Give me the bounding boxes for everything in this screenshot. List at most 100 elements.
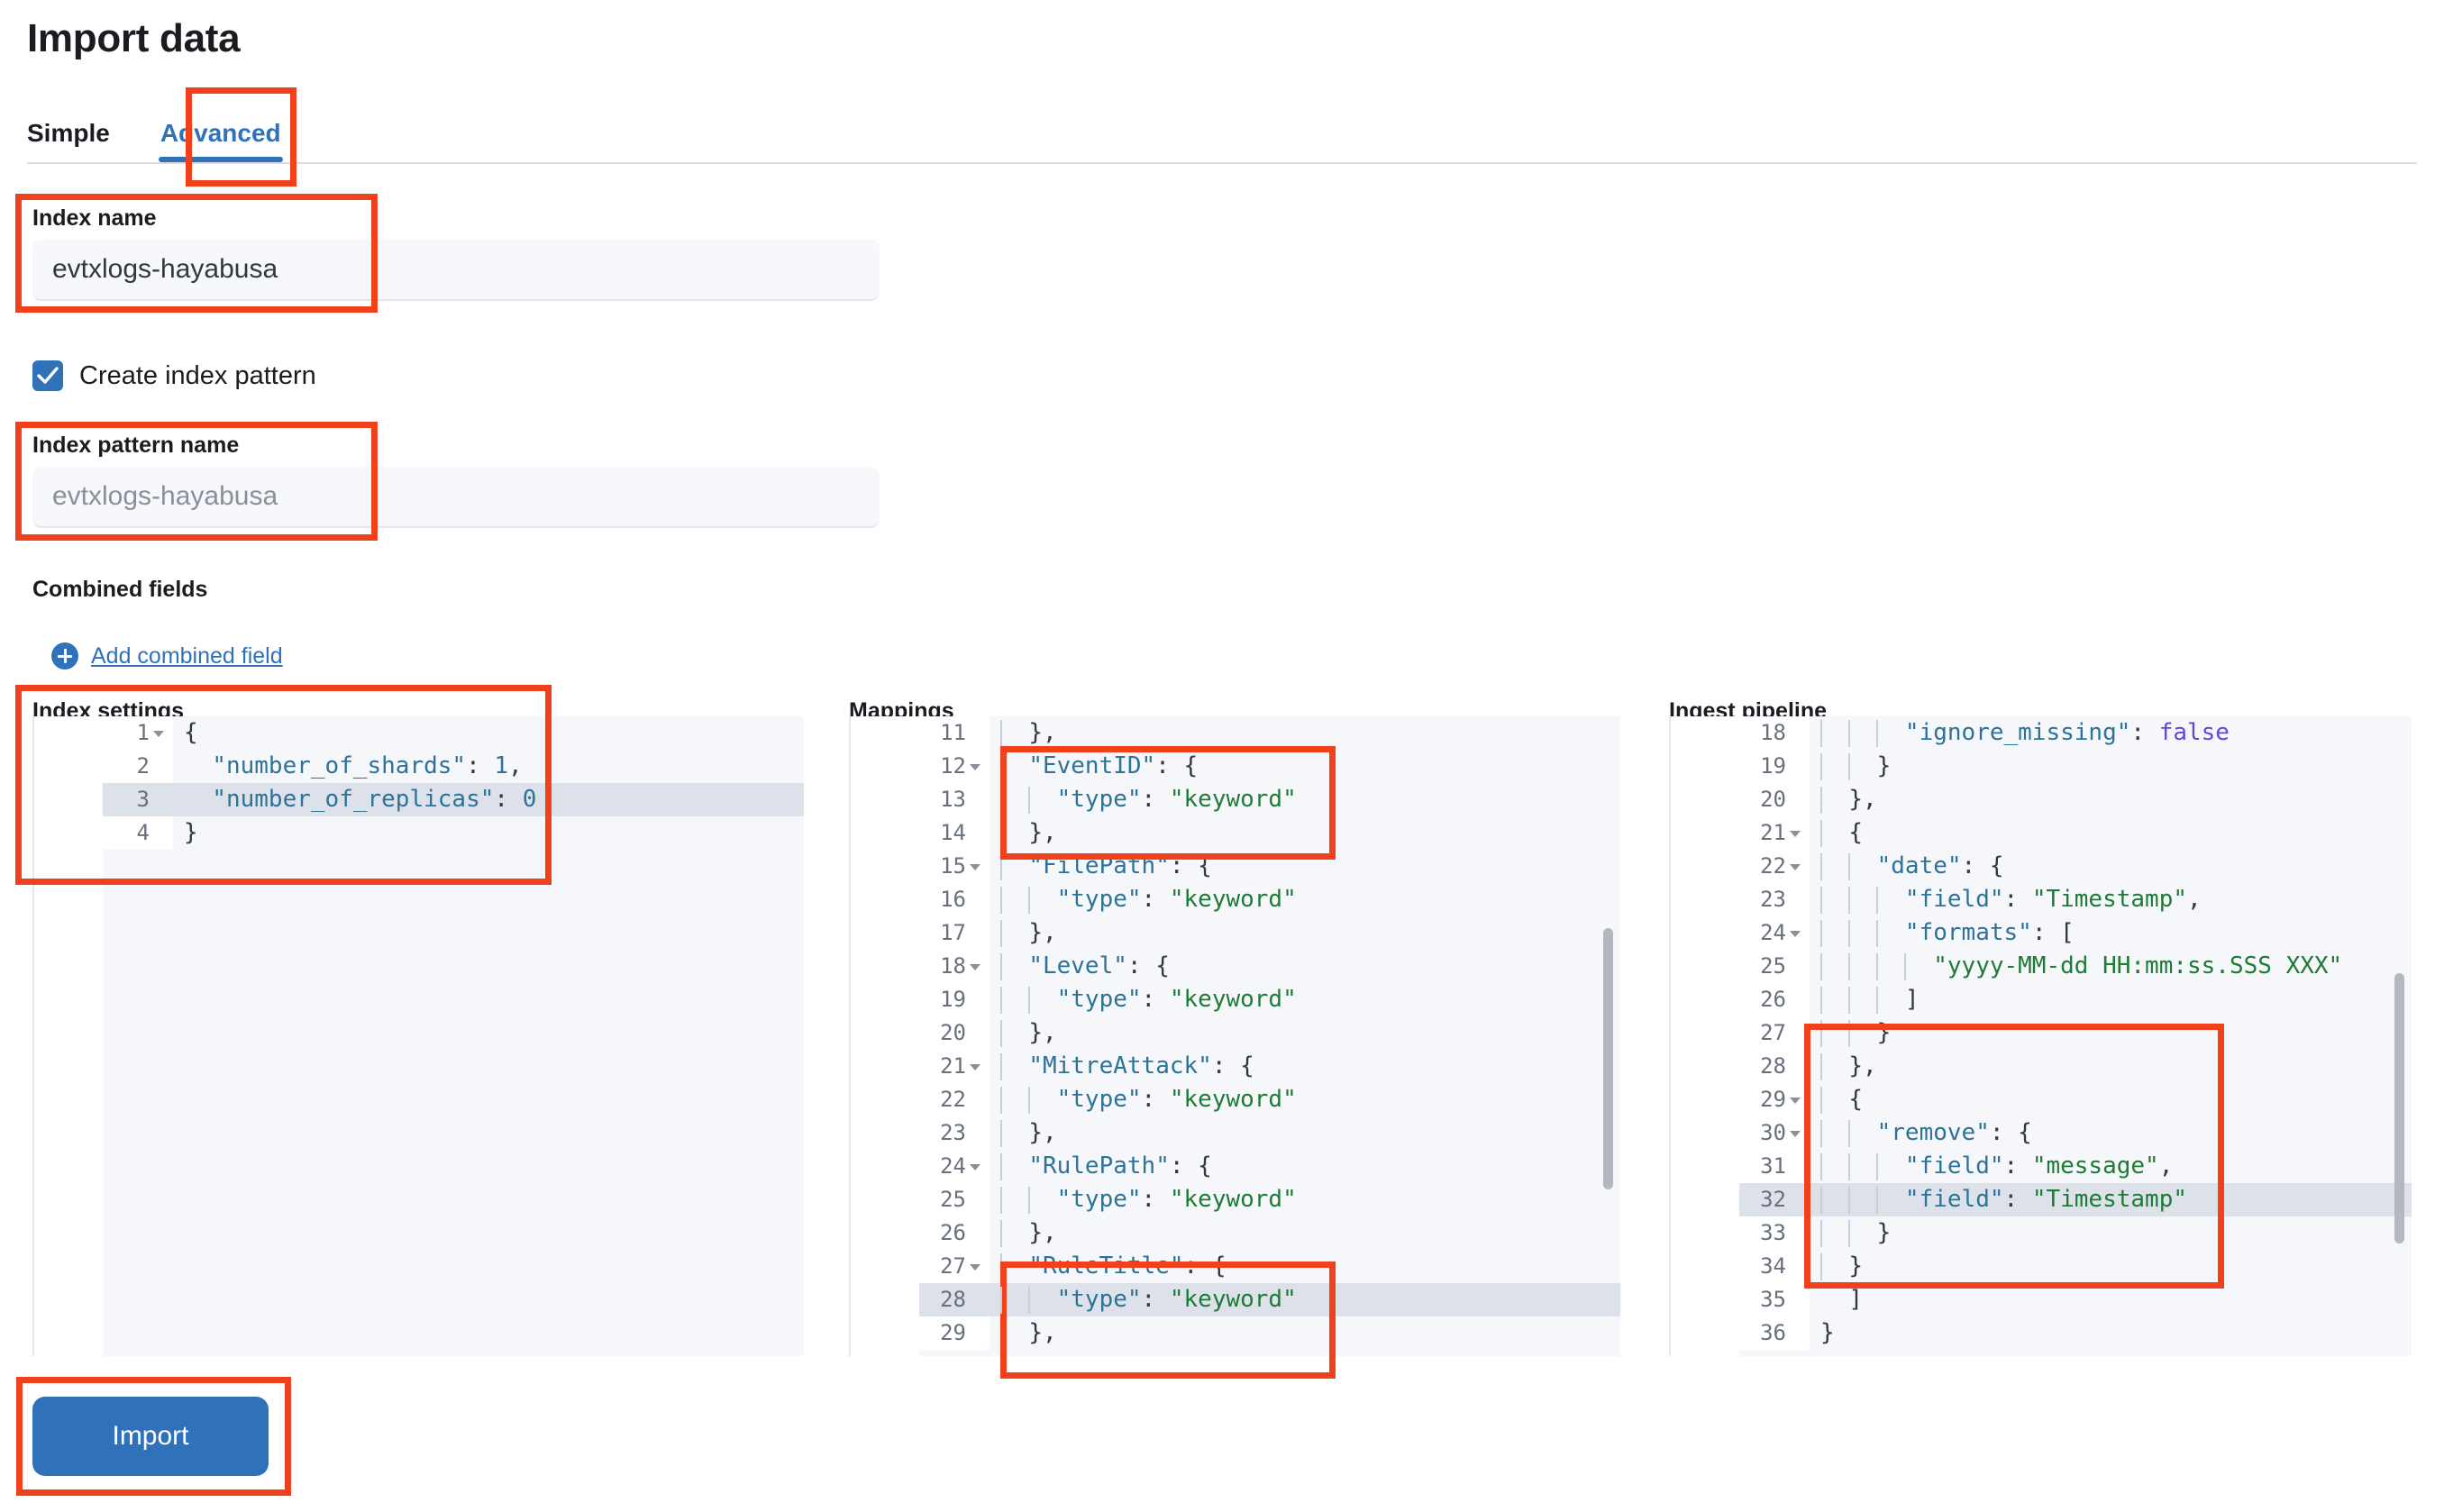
- code-line[interactable]: 27 "RuleTitle": {: [919, 1250, 1620, 1283]
- fold-toggle-icon[interactable]: [970, 964, 980, 970]
- line-number: 27: [919, 1250, 989, 1283]
- index-name-input[interactable]: [32, 240, 880, 301]
- editor-code[interactable]: 1{2 "number_of_shards": 1,3 "number_of_r…: [103, 716, 804, 1356]
- tab-divider: [27, 162, 2417, 164]
- code-line[interactable]: 21 {: [1739, 816, 2412, 850]
- code-line[interactable]: 23 "field": "Timestamp",: [1739, 883, 2412, 916]
- code-line[interactable]: 21 "MitreAttack": {: [919, 1050, 1620, 1083]
- code-line[interactable]: 30 "remove": {: [1739, 1116, 2412, 1150]
- code-text: "type": "keyword": [989, 883, 1620, 916]
- line-number: 24: [919, 1150, 989, 1183]
- code-text: "remove": {: [1810, 1116, 2412, 1150]
- mappings-scrollbar[interactable]: [1603, 928, 1613, 1189]
- code-line[interactable]: 19 "type": "keyword": [919, 983, 1620, 1016]
- code-line[interactable]: 13 "type": "keyword": [919, 783, 1620, 816]
- code-line[interactable]: 29 {: [1739, 1083, 2412, 1116]
- code-text: "date": {: [1810, 850, 2412, 883]
- line-number: 35: [1739, 1283, 1810, 1316]
- code-line[interactable]: 18 "Level": {: [919, 950, 1620, 983]
- code-line[interactable]: 22 "type": "keyword": [919, 1083, 1620, 1116]
- code-line[interactable]: 20 },: [1739, 783, 2412, 816]
- fold-toggle-icon[interactable]: [1790, 931, 1801, 937]
- code-text: "type": "keyword": [989, 1183, 1620, 1216]
- add-combined-field-button[interactable]: Add combined field: [51, 642, 283, 669]
- code-line[interactable]: 24 "formats": [: [1739, 916, 2412, 950]
- code-line[interactable]: 36}: [1739, 1316, 2412, 1350]
- code-line[interactable]: 27 }: [1739, 1016, 2412, 1050]
- code-line[interactable]: 19 }: [1739, 750, 2412, 783]
- line-number: 28: [1739, 1050, 1810, 1083]
- code-line[interactable]: 2 "number_of_shards": 1,: [103, 750, 804, 783]
- fold-toggle-icon[interactable]: [1790, 831, 1801, 837]
- code-line[interactable]: 1{: [103, 716, 804, 750]
- import-button[interactable]: Import: [32, 1397, 269, 1476]
- fold-toggle-icon[interactable]: [153, 731, 164, 737]
- mappings-editor[interactable]: 11 },12 "EventID": {13 "type": "keyword"…: [849, 716, 1620, 1356]
- code-text: },: [989, 1116, 1620, 1150]
- code-line[interactable]: 22 "date": {: [1739, 850, 2412, 883]
- code-line[interactable]: 31 "field": "message",: [1739, 1150, 2412, 1183]
- code-text: "RuleTitle": {: [989, 1250, 1620, 1283]
- code-line[interactable]: 23 },: [919, 1116, 1620, 1150]
- line-number: 26: [919, 1216, 989, 1250]
- add-combined-field-label: Add combined field: [91, 642, 283, 669]
- code-text: {: [1810, 1083, 2412, 1116]
- code-line[interactable]: 20 },: [919, 1016, 1620, 1050]
- create-index-pattern-row[interactable]: Create index pattern: [32, 360, 316, 391]
- code-text: }: [1810, 750, 2412, 783]
- line-number: 2: [103, 750, 173, 783]
- fold-toggle-icon[interactable]: [970, 764, 980, 770]
- code-line[interactable]: 35 ]: [1739, 1283, 2412, 1316]
- ingest-pipeline-scrollbar[interactable]: [2394, 973, 2404, 1243]
- code-line[interactable]: 12 "EventID": {: [919, 750, 1620, 783]
- code-text: "EventID": {: [989, 750, 1620, 783]
- code-line[interactable]: 28 "type": "keyword": [919, 1283, 1620, 1316]
- code-line[interactable]: 15 "FilePath": {: [919, 850, 1620, 883]
- combined-fields-label: Combined fields: [32, 577, 208, 602]
- code-line[interactable]: 11 },: [919, 716, 1620, 750]
- code-text: "yyyy-MM-dd HH:mm:ss.SSS XXX": [1810, 950, 2412, 983]
- line-number: 31: [1739, 1150, 1810, 1183]
- code-line[interactable]: 33 }: [1739, 1216, 2412, 1250]
- code-line[interactable]: 34 }: [1739, 1250, 2412, 1283]
- line-number: 14: [919, 816, 989, 850]
- fold-toggle-icon[interactable]: [970, 1164, 980, 1170]
- code-line[interactable]: 32 "field": "Timestamp": [1739, 1183, 2412, 1216]
- editor-gutter: [849, 716, 919, 1356]
- line-number: 20: [919, 1016, 989, 1050]
- code-line[interactable]: 25 "yyyy-MM-dd HH:mm:ss.SSS XXX": [1739, 950, 2412, 983]
- tab-simple[interactable]: Simple: [27, 119, 110, 147]
- fold-toggle-icon[interactable]: [1790, 1098, 1801, 1104]
- code-text: {: [184, 719, 198, 746]
- fold-toggle-icon[interactable]: [970, 1064, 980, 1070]
- fold-toggle-icon[interactable]: [970, 1264, 980, 1271]
- code-text: "field": "Timestamp": [1810, 1183, 2412, 1216]
- create-index-pattern-checkbox[interactable]: [32, 360, 63, 391]
- code-line[interactable]: 25 "type": "keyword": [919, 1183, 1620, 1216]
- fold-toggle-icon[interactable]: [1790, 1131, 1801, 1137]
- code-line[interactable]: 26 ]: [1739, 983, 2412, 1016]
- fold-toggle-icon[interactable]: [970, 864, 980, 870]
- index-settings-editor[interactable]: 1{2 "number_of_shards": 1,3 "number_of_r…: [32, 716, 804, 1356]
- code-line[interactable]: 18 "ignore_missing": false: [1739, 716, 2412, 750]
- index-pattern-name-input[interactable]: [32, 467, 880, 528]
- code-line[interactable]: 26 },: [919, 1216, 1620, 1250]
- line-number: 28: [940, 1287, 966, 1312]
- editor-code[interactable]: 11 },12 "EventID": {13 "type": "keyword"…: [919, 716, 1620, 1356]
- code-line[interactable]: 28 },: [1739, 1050, 2412, 1083]
- fold-toggle-icon[interactable]: [1790, 864, 1801, 870]
- code-line[interactable]: 24 "RulePath": {: [919, 1150, 1620, 1183]
- code-line[interactable]: 4}: [103, 816, 804, 850]
- code-line[interactable]: 14 },: [919, 816, 1620, 850]
- page-title: Import data: [27, 16, 241, 60]
- code-line[interactable]: 29 },: [919, 1316, 1620, 1350]
- code-line[interactable]: 16 "type": "keyword": [919, 883, 1620, 916]
- code-text: }: [184, 819, 198, 846]
- code-text: }: [1810, 1016, 2412, 1050]
- tab-advanced[interactable]: Advanced: [135, 121, 306, 162]
- code-line[interactable]: 3 "number_of_replicas": 0: [103, 783, 804, 816]
- line-number: 19: [1739, 750, 1810, 783]
- code-line[interactable]: 17 },: [919, 916, 1620, 950]
